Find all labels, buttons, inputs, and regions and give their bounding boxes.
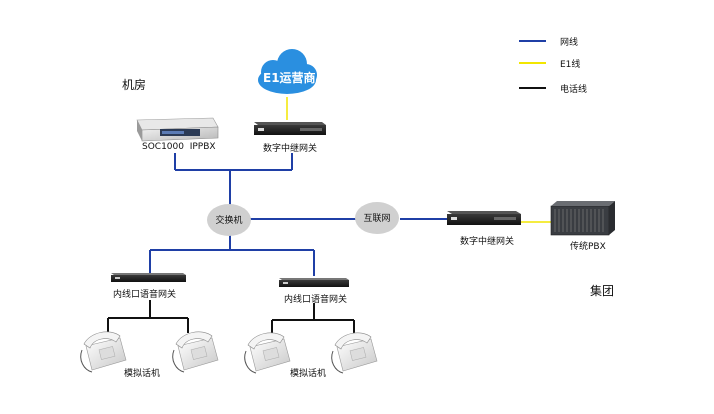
carrier-label: E1运营商 [263,71,316,85]
fxs-gateway-left-label: 内线口语音网关 [113,290,177,300]
switch-label: 交换机 [215,216,243,226]
group-label: 集团 [590,284,615,298]
phone-icon-right-1 [244,332,291,374]
trunk-gateway-right-label: 数字中继网关 [460,237,515,247]
trunk-gateway-top-label: 数字中继网关 [263,144,318,154]
phone-icon-left-2 [172,331,219,373]
switch-icon [207,204,251,236]
phone-icon-right-2 [331,332,378,374]
phone-icon-left-1 [80,331,127,373]
fxs-gateway-left-icon [111,273,186,282]
top-network-links [149,153,447,276]
trunk-gateway-right-icon [447,211,521,225]
internet-icon [355,202,399,234]
legacy-pbx-label: 传统PBX [570,242,606,252]
fxs-gateway-right-icon [279,278,349,287]
cloud-icon [258,49,317,94]
server-room-label: 机房 [122,78,147,92]
phones-left-label: 模拟话机 [124,369,161,379]
fxs-gateway-right-label: 内线口语音网关 [284,295,348,305]
phone-links-right [271,303,355,334]
legend-phone-label: 电话线 [560,85,588,95]
internet-label: 互联网 [363,214,391,224]
phone-links-left [107,300,189,333]
trunk-gateway-top-icon [254,122,326,135]
legacy-pbx-icon [550,201,615,236]
ippbx-label: SOC1000 IPPBX [142,142,216,152]
legend-e1-label: E1线 [560,60,581,70]
legend-network-label: 网线 [560,38,579,48]
phones-right-label: 模拟话机 [290,369,327,379]
server-icon [136,117,219,142]
